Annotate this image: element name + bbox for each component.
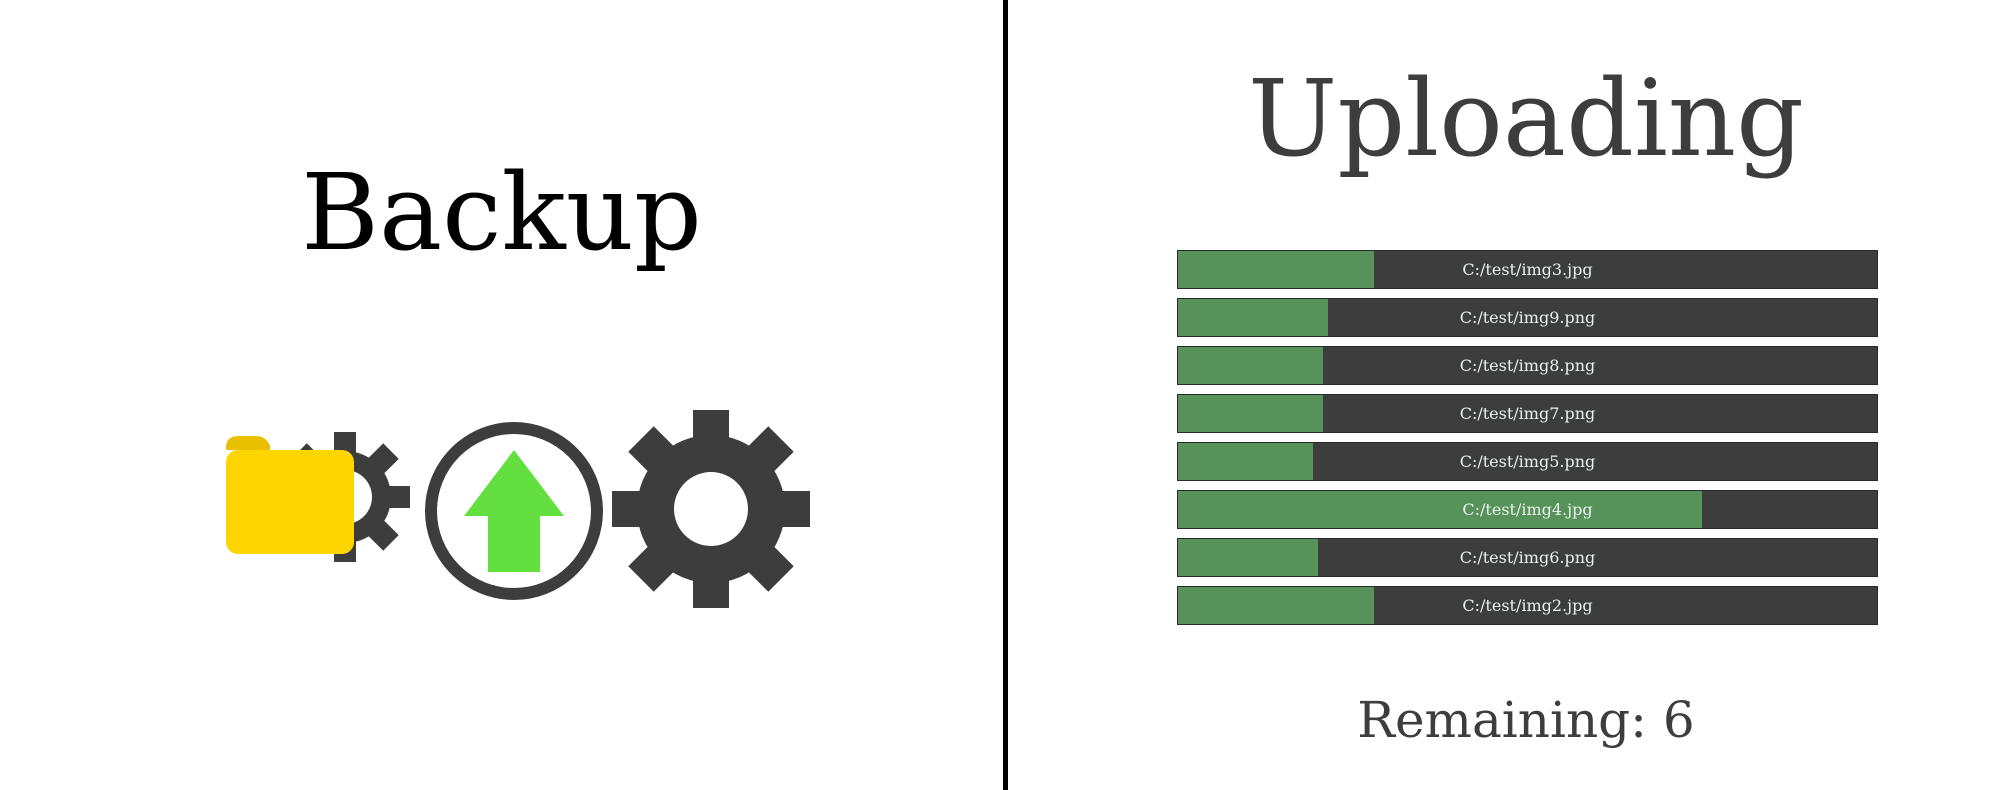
backup-title: Backup	[301, 151, 702, 274]
upload-file-label: C:/test/img3.jpg	[1462, 260, 1593, 279]
panel-divider	[1003, 0, 1008, 790]
upload-row: C:/test/img6.png	[1177, 538, 1878, 577]
upload-row: C:/test/img3.jpg	[1177, 250, 1878, 289]
upload-progress-fill	[1178, 491, 1703, 528]
upload-progress-fill	[1178, 539, 1318, 576]
upload-row: C:/test/img5.png	[1177, 442, 1878, 481]
upload-list: C:/test/img3.jpg C:/test/img9.png C:/tes…	[1177, 250, 1878, 634]
upload-file-label: C:/test/img7.png	[1459, 404, 1596, 423]
upload-file-label: C:/test/img9.png	[1459, 308, 1596, 327]
upload-progress-fill	[1178, 587, 1374, 624]
remaining-count: Remaining: 6	[1357, 691, 1695, 749]
upload-progress-fill	[1178, 443, 1313, 480]
folder-gear-icon	[224, 432, 410, 588]
upload-progress-fill	[1178, 347, 1324, 384]
gear-icon	[612, 410, 810, 608]
upload-file-label: C:/test/img6.png	[1459, 548, 1596, 567]
upload-file-label: C:/test/img8.png	[1459, 356, 1596, 375]
upload-row: C:/test/img9.png	[1177, 298, 1878, 337]
upload-row: C:/test/img4.jpg	[1177, 490, 1878, 529]
upload-file-label: C:/test/img5.png	[1459, 452, 1596, 471]
upload-row: C:/test/img7.png	[1177, 394, 1878, 433]
upload-file-label: C:/test/img4.jpg	[1462, 500, 1593, 519]
upload-row: C:/test/img8.png	[1177, 346, 1878, 385]
upload-progress-fill	[1178, 395, 1324, 432]
upload-panel: Uploading C:/test/img3.jpg C:/test/img9.…	[1008, 0, 2000, 790]
backup-panel: Backup	[224, 151, 810, 608]
upload-progress-fill	[1178, 251, 1374, 288]
upload-arrow-icon	[423, 420, 605, 602]
uploading-title: Uploading	[1248, 57, 1804, 180]
upload-progress-fill	[1178, 299, 1329, 336]
upload-row: C:/test/img2.jpg	[1177, 586, 1878, 625]
upload-file-label: C:/test/img2.jpg	[1462, 596, 1593, 615]
